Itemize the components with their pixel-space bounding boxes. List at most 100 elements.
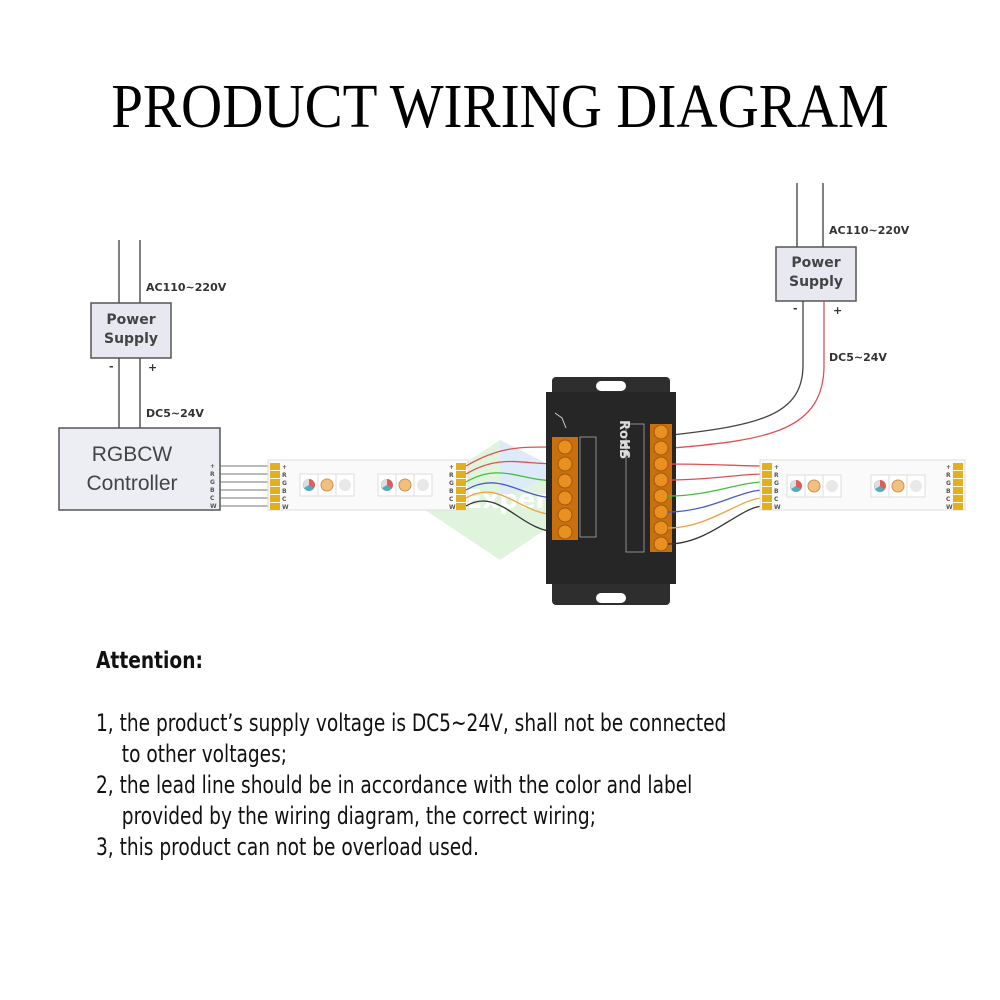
- note-1-line-1: 1, the product’s supply voltage is DC5~2…: [96, 709, 727, 737]
- terminal-screw: [653, 536, 669, 552]
- pad-label: +: [282, 464, 287, 471]
- wiring-diagram: FT Expert AC110~220V Power Supply - + DC…: [58, 183, 966, 605]
- pad-label: B: [946, 488, 951, 495]
- solder-pad: [270, 471, 280, 478]
- terminal-screw: [557, 490, 573, 506]
- led-chip-cool: [335, 473, 355, 497]
- terminal-screw: [653, 520, 669, 536]
- led-chip-rgb: [786, 474, 806, 498]
- pad-label: R: [774, 472, 779, 479]
- output-wire: [667, 473, 765, 481]
- note-item-2: 2, the lead line should be in accordance…: [96, 770, 836, 832]
- solder-pad: [762, 479, 772, 486]
- terminal-screw: [653, 472, 669, 488]
- ce-mark: CE: [617, 441, 630, 457]
- terminal-screw: [557, 507, 573, 523]
- logo-icon: [554, 412, 567, 429]
- pad-label: G: [774, 480, 779, 487]
- attention-notes: Attention: 1, the product’s supply volta…: [96, 648, 956, 863]
- note-1-line-2: to other voltages;: [121, 740, 288, 768]
- right-power-supply-label-2: Supply: [789, 274, 843, 290]
- left-power-supply-box: [90, 302, 172, 359]
- led-chip-cool: [906, 474, 926, 498]
- right-dc-label: DC5~24V: [829, 351, 887, 364]
- left-power-supply-label-1: Power: [106, 312, 155, 328]
- pad-label: B: [449, 488, 454, 495]
- output-wires: [667, 463, 765, 545]
- led-chip-warm: [804, 474, 824, 498]
- controller-pin-label: R: [210, 471, 215, 478]
- pad-label: B: [282, 488, 287, 495]
- terminal-screw: [653, 424, 669, 440]
- rgbcw-controller: RGBCW Controller +RGBCW: [58, 427, 221, 511]
- pad-label: G: [282, 480, 287, 487]
- solder-pad: [456, 479, 466, 486]
- led-chip-rgb: [299, 473, 319, 497]
- pad-label: C: [774, 496, 779, 503]
- solder-pad: [456, 463, 466, 470]
- controller-pin-label: W: [210, 503, 217, 510]
- terminal-screw: [557, 524, 573, 540]
- right-power-supply-group: AC110~220V Power Supply - + DC5~24V: [671, 183, 910, 449]
- rohs-mark: RoHS: [616, 420, 631, 459]
- note-2-line-2: provided by the wiring diagram, the corr…: [121, 802, 596, 830]
- solder-pad: [953, 503, 963, 510]
- pad-label: W: [449, 504, 456, 511]
- solder-pad: [270, 503, 280, 510]
- controller-pin-label: B: [210, 487, 215, 494]
- pad-label: C: [282, 496, 287, 503]
- pad-label: C: [946, 496, 951, 503]
- page-title: PRODUCT WIRING DIAGRAM: [111, 73, 889, 141]
- solder-pad: [953, 495, 963, 502]
- pad-label: G: [449, 480, 454, 487]
- terminal-screw: [653, 456, 669, 472]
- pad-label: +: [774, 464, 779, 471]
- solder-pad: [456, 471, 466, 478]
- solder-pad: [953, 487, 963, 494]
- left-power-supply-label-2: Supply: [104, 331, 158, 347]
- terminal-screw: [557, 439, 573, 455]
- left-ac-label: AC110~220V: [146, 281, 227, 294]
- output-wire: [667, 489, 765, 513]
- solder-pad: [762, 471, 772, 478]
- note-2-line-1: 2, the lead line should be in accordance…: [96, 771, 693, 799]
- terminal-screw: [653, 440, 669, 456]
- led-chip-warm: [888, 474, 908, 498]
- led-chip-rgb: [870, 474, 890, 498]
- right-plus-label: +: [833, 304, 842, 317]
- led-chip-cool: [413, 473, 433, 497]
- power-amplifier: RoHS CE: [546, 377, 676, 605]
- pad-label: +: [946, 464, 951, 471]
- pad-label: R: [946, 472, 951, 479]
- led-chip-rgb: [377, 473, 397, 497]
- controller-pin-label: G: [210, 479, 215, 486]
- solder-pad: [762, 463, 772, 470]
- note-item-1: 1, the product’s supply voltage is DC5~2…: [96, 708, 836, 770]
- pad-label: +: [449, 464, 454, 471]
- pad-label: R: [282, 472, 287, 479]
- terminal-screw: [557, 456, 573, 472]
- note-item-3: 3, this product can not be overload used…: [96, 832, 836, 863]
- controller-label-2: Controller: [86, 472, 177, 495]
- output-wire: [667, 463, 765, 467]
- terminal-screw: [557, 473, 573, 489]
- pad-label: C: [449, 496, 454, 503]
- solder-pad: [953, 463, 963, 470]
- pad-label: R: [449, 472, 454, 479]
- pad-label: W: [946, 504, 953, 511]
- solder-pad: [762, 495, 772, 502]
- output-wire: [667, 497, 765, 529]
- controller-pin-label: +: [210, 463, 215, 470]
- left-led-strip: +RGBCW +RGBCW: [267, 459, 469, 511]
- pad-label: W: [774, 504, 781, 511]
- right-led-strip: +RGBCW +RGBCW: [759, 459, 966, 511]
- terminal-screw: [653, 488, 669, 504]
- note-3-line-1: 3, this product can not be overload used…: [96, 833, 479, 861]
- solder-pad: [953, 471, 963, 478]
- terminal-screw: [653, 504, 669, 520]
- left-dc-label: DC5~24V: [146, 407, 204, 420]
- pad-label: G: [946, 480, 951, 487]
- solder-pad: [762, 487, 772, 494]
- solder-pad: [456, 503, 466, 510]
- led-chip-warm: [317, 473, 337, 497]
